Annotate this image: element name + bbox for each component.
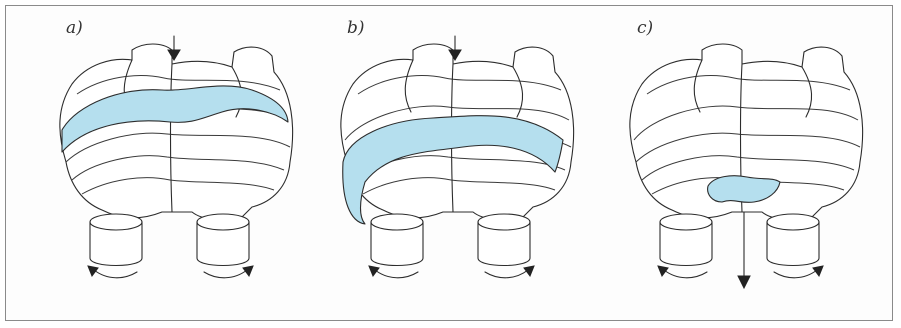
rotation-arrowhead-right-icon [524, 266, 534, 276]
rotation-arrowhead-left-icon [369, 266, 379, 276]
rotation-arrow-left-icon [94, 270, 137, 278]
rotation-arrowhead-left-icon [658, 266, 668, 276]
screw-rotors-panel-a [52, 12, 302, 312]
rotation-arrowhead-left-icon [88, 266, 98, 276]
screw-rotors-panel-b [333, 12, 583, 312]
rotor-body [60, 44, 293, 220]
shaft-left [660, 214, 712, 266]
outlet-arrow-icon [738, 212, 750, 288]
shaft-left [90, 214, 142, 266]
rotation-arrow-right-icon [485, 270, 528, 278]
shaft-left [371, 214, 423, 266]
screw-rotors-panel-c [622, 12, 872, 312]
rotation-arrowhead-right-icon [813, 266, 823, 276]
shaft-right [197, 214, 249, 266]
shaft-right [478, 214, 530, 266]
shaft-right [767, 214, 819, 266]
rotation-arrow-right-icon [774, 270, 817, 278]
rotation-arrow-left-icon [664, 270, 707, 278]
rotation-arrowhead-right-icon [243, 266, 253, 276]
rotation-arrow-left-icon [375, 270, 418, 278]
rotation-arrow-right-icon [204, 270, 247, 278]
